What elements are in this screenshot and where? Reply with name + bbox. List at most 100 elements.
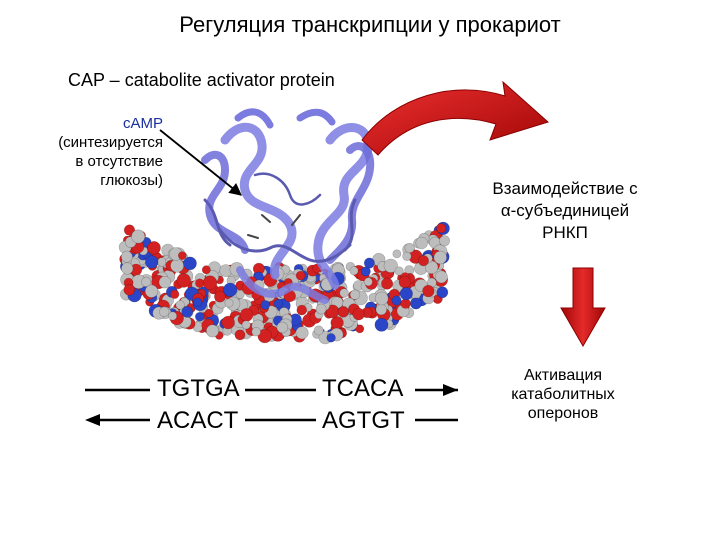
dna-strand-lines [85, 388, 458, 422]
dna-atom [168, 311, 178, 321]
camp-label-line: cAMP [122, 115, 163, 132]
dna-atom [257, 328, 272, 344]
dna-atom [355, 324, 365, 334]
dna-atoms [118, 221, 450, 345]
dna-atom [204, 308, 214, 318]
dna-atom [178, 251, 187, 260]
dna-atom [433, 250, 447, 265]
dna-atom [410, 297, 422, 310]
dna-atom [415, 236, 428, 250]
dna-atom [251, 327, 261, 337]
dna-atom [223, 282, 238, 297]
dna-atom [398, 275, 411, 289]
dna-atom [221, 315, 235, 330]
sequence-right-top: TCACA [322, 375, 404, 402]
dna-atom [315, 303, 327, 315]
dna-atom [326, 333, 336, 343]
activation-label-line: Активация [523, 367, 603, 384]
camp-label-line: (синтезируется [58, 134, 163, 151]
dna-atom [352, 307, 365, 321]
dna-atom [206, 324, 220, 338]
dna-atom [235, 289, 245, 299]
strand-arrow-left [85, 414, 100, 426]
dna-atom [183, 256, 197, 271]
dna-atom [374, 317, 389, 332]
dna-atom [170, 258, 184, 273]
dna-atom [296, 304, 308, 316]
dna-atom [295, 270, 306, 281]
dna-atom [201, 265, 211, 275]
camp-label-line: в отсутствие [75, 153, 163, 170]
activation-label-line: оперонов [527, 405, 599, 422]
sequence-left: TGTGA ACACT [157, 373, 240, 437]
dna-atom [202, 275, 218, 290]
down-red-arrow [560, 267, 606, 347]
dna-atom [131, 229, 146, 244]
dna-atom [436, 223, 447, 234]
interaction-label-line: α-субъединицей [500, 201, 630, 220]
dna-atom [402, 251, 412, 261]
dna-atom [224, 298, 234, 308]
dna-atom [241, 320, 251, 330]
dna-atom [337, 306, 349, 318]
dna-atom [374, 291, 389, 306]
dna-atom [121, 250, 133, 263]
interaction-label-line: Взаимодействие с [492, 179, 638, 198]
camp-label-line: глюкозы) [100, 172, 163, 189]
dna-atom [383, 258, 398, 273]
sequence-right: TCACA AGTGT [322, 373, 405, 437]
camp-pointer-arrow [159, 129, 242, 196]
cap-protein-ribbon [201, 108, 375, 304]
dna-atom [276, 321, 289, 334]
dna-atom [360, 266, 371, 277]
dna-atom [422, 285, 435, 298]
dna-atom [141, 276, 152, 288]
dna-atom [123, 283, 136, 296]
dna-atom [339, 288, 349, 298]
activation-label-line: катаболитных [511, 386, 615, 403]
activation-label: Активация катаболитных оперонов [488, 366, 638, 423]
dna-atom [181, 306, 193, 318]
dna-atom [330, 316, 344, 330]
dna-atom [170, 289, 180, 299]
dna-atom [417, 255, 429, 267]
dna-atom [147, 241, 161, 255]
dna-atom [375, 303, 387, 316]
interaction-label-line: РНКП [542, 223, 588, 242]
dna-atom [176, 273, 191, 288]
dna-atom [295, 326, 309, 340]
dna-atom [214, 290, 226, 303]
strand-arrow-right [443, 384, 458, 396]
dna-atom [404, 242, 415, 254]
dna-atom [363, 257, 375, 269]
sequence-left-top: TGTGA [157, 375, 240, 402]
dna-atom [391, 295, 402, 306]
dna-atom [273, 298, 284, 309]
dna-atom [436, 286, 449, 299]
dna-atom [392, 249, 402, 259]
dna-atom [260, 300, 271, 310]
dna-atom [363, 277, 373, 287]
dna-atom [195, 311, 205, 322]
interaction-label: Взаимодействие с α-субъединицей РНКП [470, 178, 660, 244]
camp-label: cAMP (синтезируется в отсутствие глюкозы… [18, 114, 163, 190]
curved-red-arrow [361, 80, 549, 156]
dna-atom [144, 284, 159, 298]
dna-atom [145, 255, 159, 269]
sequence-left-bottom: ACACT [157, 407, 239, 434]
dna-atom [121, 262, 134, 275]
dna-atom [438, 235, 450, 247]
slide-title: Регуляция транскрипции у прокариот [179, 12, 561, 37]
dna-atom [159, 306, 170, 317]
dna-atom [234, 329, 246, 341]
dna-atom [239, 308, 254, 322]
dna-atom [349, 266, 359, 276]
dna-atom [157, 257, 167, 267]
cap-definition: CAP – catabolite activator protein [68, 70, 335, 90]
dna-atom [349, 289, 361, 300]
dna-atom [192, 297, 203, 307]
dna-atom [123, 224, 136, 236]
dna-atom [399, 287, 413, 301]
sequence-right-bottom: AGTGT [322, 407, 405, 434]
